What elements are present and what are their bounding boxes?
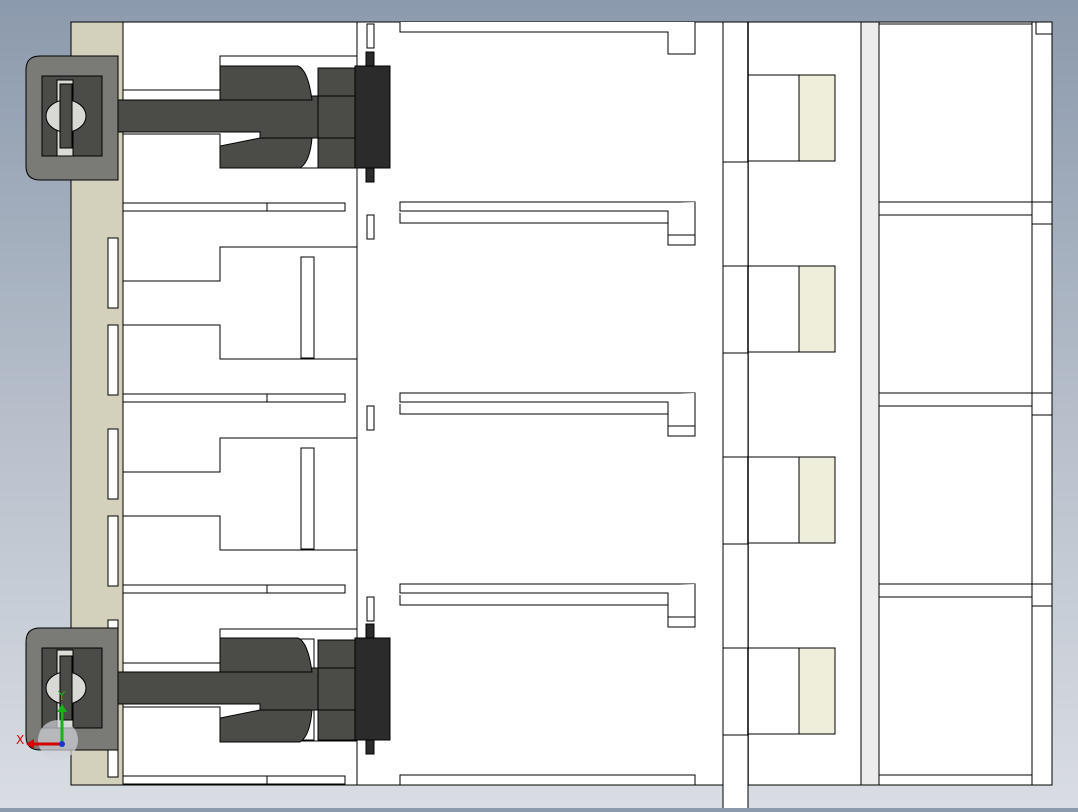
slot-bar-4: [122, 775, 346, 785]
clip-bottom-tab-upper: [365, 623, 375, 639]
bevel-tab-outline-4: [747, 647, 836, 735]
bevel-tab-4: [798, 647, 836, 735]
y-axis-label: Y: [57, 689, 66, 703]
compartment-group: [878, 21, 1053, 776]
bevel-tab-outline-2: [747, 265, 836, 353]
triad-sphere: [38, 720, 78, 760]
compartment-latch-2: [1031, 392, 1053, 416]
clip-bottom-tongue: [59, 655, 73, 721]
clip-bottom-dark-end: [354, 637, 391, 741]
z-axis-dot: [59, 741, 65, 747]
slot-bar-1: [122, 202, 346, 212]
side-block-2: [722, 352, 749, 458]
mid-hook-3: [400, 584, 696, 618]
hinge-tab-3: [366, 405, 375, 431]
compartment-latch-3: [1031, 583, 1053, 607]
clip-top-block: [317, 95, 361, 139]
clip-bottom-block: [317, 667, 361, 711]
bevel-tab-outline-1: [747, 74, 836, 162]
left-window-upper-1: [107, 237, 119, 309]
slot-bar-2: [122, 393, 346, 403]
hinge-tab-4: [366, 596, 375, 622]
clip-top-lower-jaw: [219, 137, 313, 169]
x-axis-arrowhead: [26, 739, 34, 749]
left-window-lower-1: [107, 324, 119, 396]
clip-bottom: [25, 623, 391, 755]
mid-post-1: [300, 256, 315, 359]
compartment-latch-top: [1035, 21, 1053, 35]
rail-strip: [860, 21, 880, 786]
hinge-tab-2: [366, 214, 375, 240]
mid-bar-bottom: [399, 774, 696, 786]
bevel-tab-3: [798, 456, 836, 544]
clip-bottom-tab-lower: [365, 739, 375, 755]
slot-notch-2: [123, 246, 357, 360]
bevel-tab-2: [798, 265, 836, 353]
clip-bottom-lower-jaw: [219, 709, 313, 743]
y-axis-arrowhead: [57, 704, 67, 712]
slot-bar-3: [122, 584, 346, 594]
compartment-latch-1: [1031, 201, 1053, 225]
compartment-2: [878, 214, 1033, 394]
x-axis-label: X: [16, 733, 24, 747]
clip-top-tab-lower: [365, 167, 375, 183]
side-block-3: [722, 543, 749, 649]
clip-bottom-upper-jaw: [219, 637, 313, 673]
side-block-1: [722, 161, 749, 267]
clip-top: [25, 51, 391, 183]
clip-top-tab-upper: [365, 51, 375, 67]
left-window-lower-2: [107, 515, 119, 587]
side-block-4: [722, 734, 749, 812]
mid-post-2: [300, 447, 315, 550]
coordinate-triad[interactable]: X Y: [16, 689, 78, 760]
mid-hook-1: [400, 202, 696, 236]
clip-top-dark-end: [354, 65, 391, 169]
mid-slot-top-1: [399, 22, 696, 55]
clip-top-upper-jaw: [219, 65, 313, 101]
compartment-3: [878, 405, 1033, 585]
slot-group: [107, 22, 836, 812]
slot-notch-3: [123, 437, 357, 551]
compartment-1: [878, 23, 1033, 203]
left-window-upper-2: [107, 428, 119, 500]
compartment-4: [878, 596, 1033, 776]
clip-top-tongue: [59, 83, 73, 149]
bevel-tab-1: [798, 74, 836, 162]
hinge-tab-1: [366, 23, 375, 49]
bevel-tab-outline-3: [747, 456, 836, 544]
mid-hook-2: [400, 393, 696, 427]
